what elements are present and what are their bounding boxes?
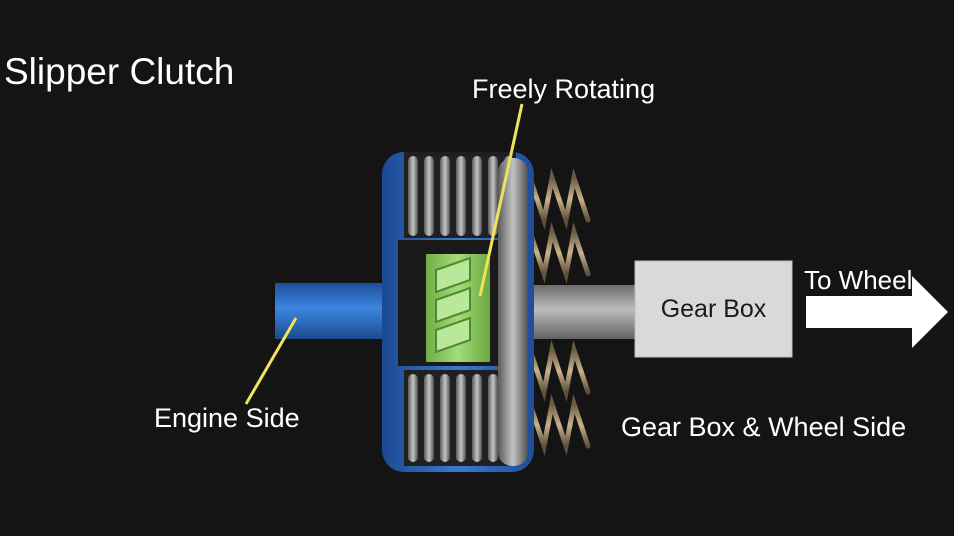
engine-side-leader [244,317,298,405]
springs-upper [527,168,591,284]
diagram-title: Slipper Clutch [4,51,235,92]
clutch-plates-lower [404,370,516,466]
freely-rotating-leader [478,103,524,297]
gear-box-label: Gear Box [660,295,767,323]
to-wheel-arrow [806,276,948,348]
engine-shaft [275,283,385,339]
freely-rotating-label: Freely Rotating [472,74,656,104]
engine-side-label: Engine Side [154,403,300,433]
freely-rotating-hub [426,254,490,362]
to-wheel-label: To Wheel [804,265,913,295]
pressure-plate [498,158,528,466]
gear-box [634,260,793,358]
gearbox-wheel-side-label: Gear Box & Wheel Side [621,412,907,442]
springs-lower [527,340,591,456]
